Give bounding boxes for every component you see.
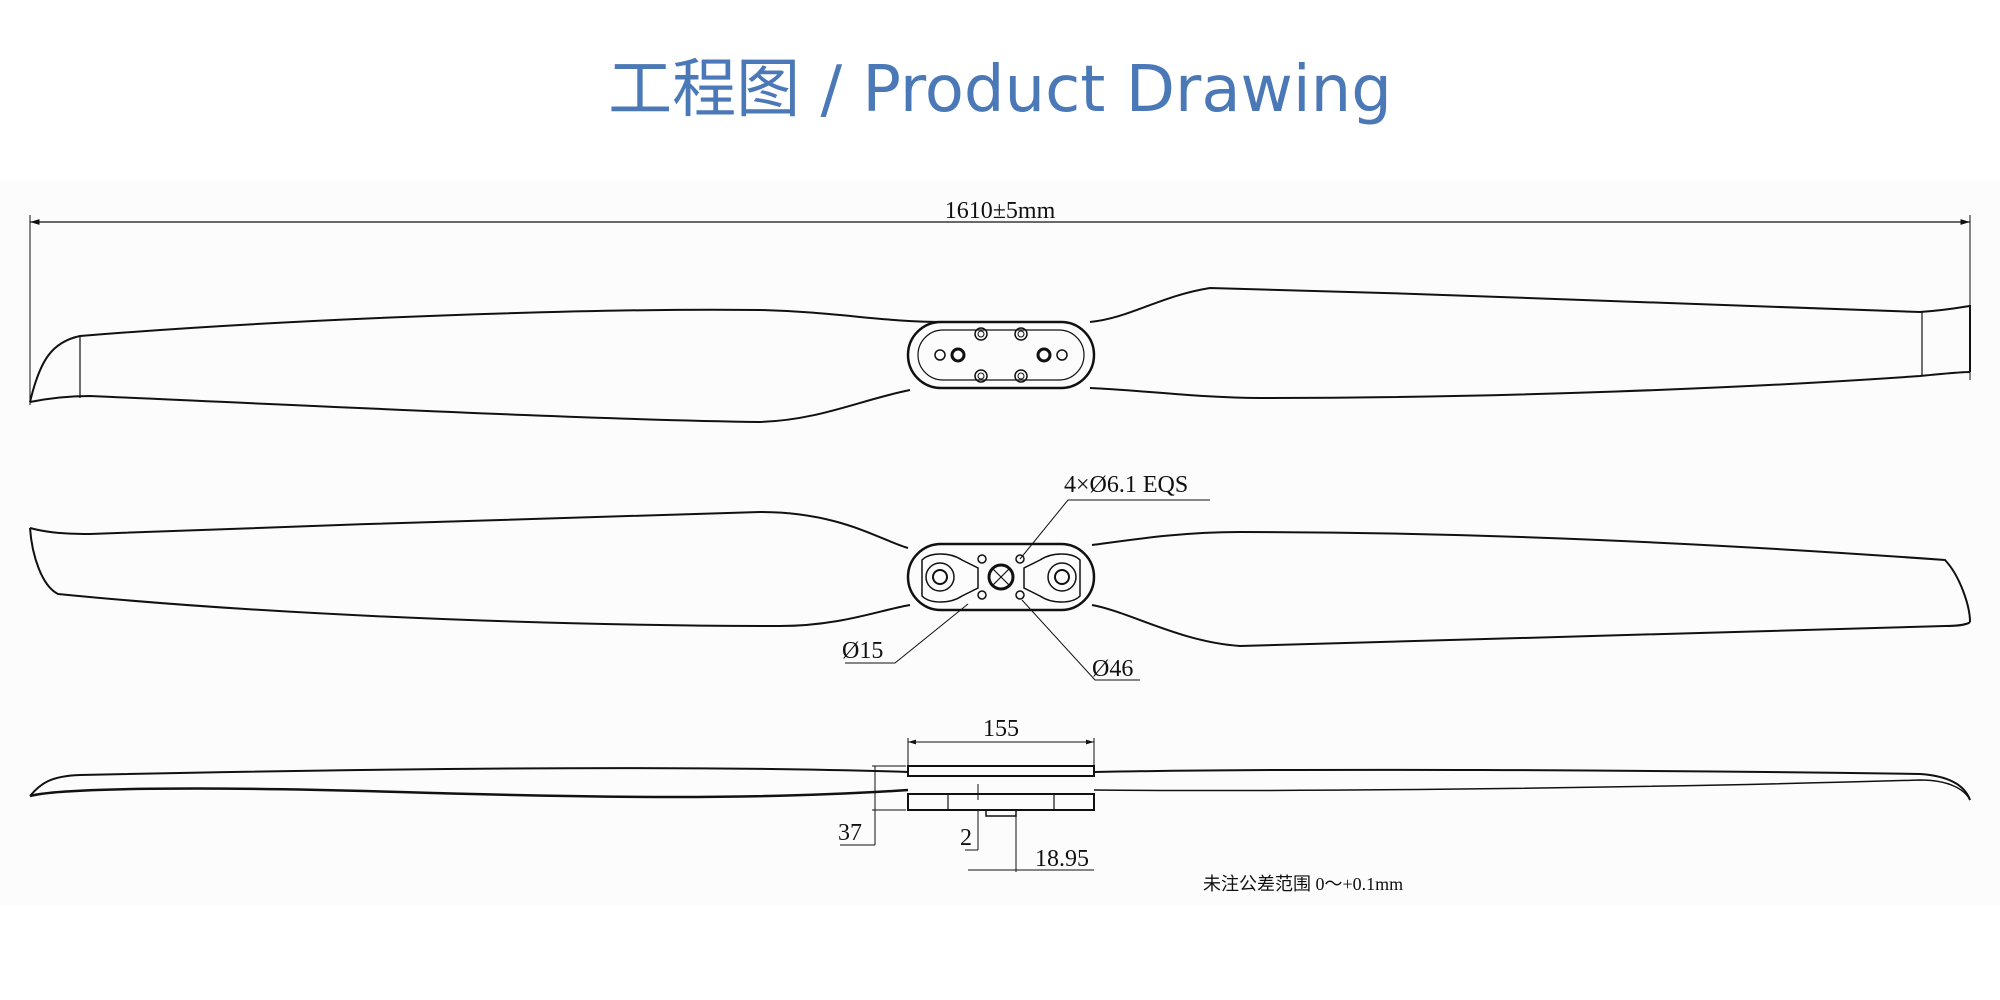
hub-width-label: 155 [983, 716, 1019, 742]
drawing-area [0, 180, 2000, 905]
center-hole-leader [845, 603, 969, 664]
offset-label: 18.95 [1035, 846, 1089, 872]
right-blade-top-edge [1089, 286, 1971, 372]
tolerance-note: 未注公差范围 0～+0.1mm [1203, 874, 1403, 894]
left-blade-edge-a [29, 510, 909, 549]
center-hole-label: Ø15 [842, 638, 883, 664]
bolt-circle-label: Ø46 [1092, 656, 1133, 682]
left-blade-edge-b [29, 527, 911, 628]
left-blade-lower-profile [29, 787, 909, 799]
left-blade-bottom-edge [29, 389, 911, 424]
right-blade-bottom-edge [1089, 371, 1971, 400]
top-view [29, 215, 1971, 424]
right-blade-edge-a [1091, 530, 1971, 623]
hub-height-label: 37 [838, 820, 862, 846]
right-blade-lower-profile [1093, 779, 1971, 801]
overall-length-label: 1610±5mm [945, 198, 1056, 224]
holes-label: 4×Ø6.1 EQS [1064, 472, 1188, 498]
step-label: 2 [960, 825, 972, 851]
side-view [29, 738, 1971, 872]
holes-leader [1019, 499, 1210, 560]
bottom-view [29, 499, 1971, 681]
page-title: 工程图 / Product Drawing [608, 53, 1392, 127]
bolt-circle-leader [1021, 599, 1140, 681]
left-blade-top-edge [29, 308, 946, 403]
left-blade-upper-profile [29, 767, 909, 797]
right-blade-upper-profile [1093, 768, 1971, 801]
hub-outline [906, 320, 1096, 390]
right-blade-edge-b [1091, 604, 1971, 648]
hub-outline-bottom [906, 542, 1096, 612]
